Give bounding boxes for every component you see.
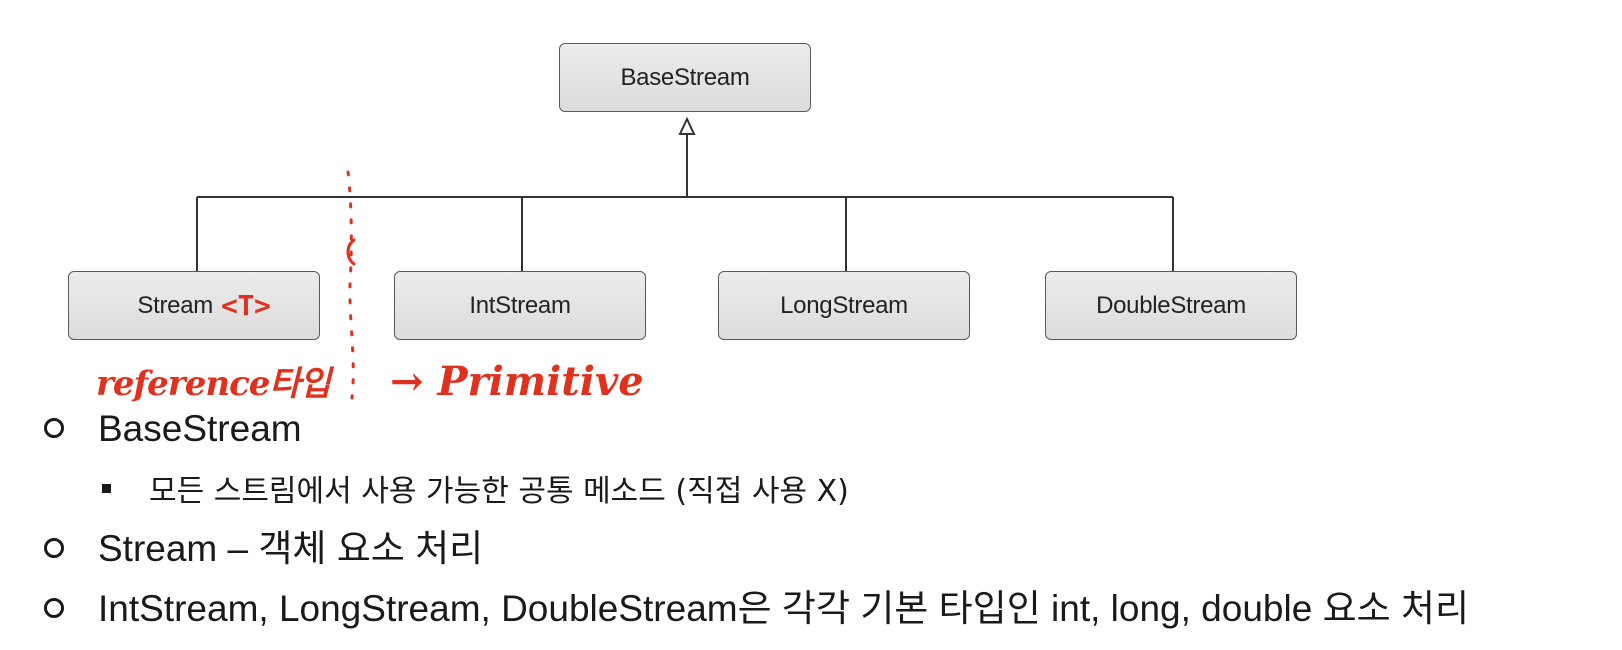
bullet-text: IntStream, LongStream, DoubleStream은 각각 … (98, 588, 1470, 629)
bullet-text: Stream – 객체 요소 처리 (98, 528, 484, 569)
handdrawn-divider (346, 170, 355, 400)
generic-type-annotation: <T> (220, 289, 271, 322)
bullet-basestream: BaseStream (44, 408, 302, 450)
bullet-text: 모든 스트림에서 사용 가능한 공통 메소드 (직접 사용 X) (149, 474, 849, 509)
longstream-node-label: LongStream (780, 291, 908, 319)
doublestream-node-label: DoubleStream (1096, 291, 1246, 319)
connector-lines (196, 116, 1174, 400)
doublestream-node: DoubleStream (1045, 271, 1297, 340)
primitive-annotation: → Primitive (390, 358, 644, 405)
stream-node-label: Stream (137, 291, 213, 319)
circle-bullet-icon (44, 538, 64, 559)
basestream-node: BaseStream (559, 43, 811, 112)
square-bullet-icon (102, 484, 111, 493)
inheritance-arrowhead-icon (678, 116, 696, 135)
bullet-stream: Stream – 객체 요소 처리 (44, 518, 483, 572)
circle-bullet-icon (44, 418, 64, 439)
basestream-node-label: BaseStream (620, 63, 750, 91)
stream-hierarchy-diagram: BaseStream Stream <T> IntStream LongStre… (68, 43, 1297, 405)
bullet-text: BaseStream (98, 408, 302, 449)
subbullet-basestream-desc: 모든 스트림에서 사용 가능한 공통 메소드 (직접 사용 X) (102, 466, 849, 510)
reference-type-annotation: reference타입 (96, 364, 331, 404)
bullet-primitive-streams: IntStream, LongStream, DoubleStream은 각각 … (44, 578, 1469, 632)
intstream-node-label: IntStream (469, 291, 571, 319)
handdrawn-bracket (346, 238, 356, 266)
stream-node: Stream <T> (68, 271, 320, 340)
longstream-node: LongStream (718, 271, 970, 340)
circle-bullet-icon (44, 598, 64, 619)
intstream-node: IntStream (394, 271, 646, 340)
